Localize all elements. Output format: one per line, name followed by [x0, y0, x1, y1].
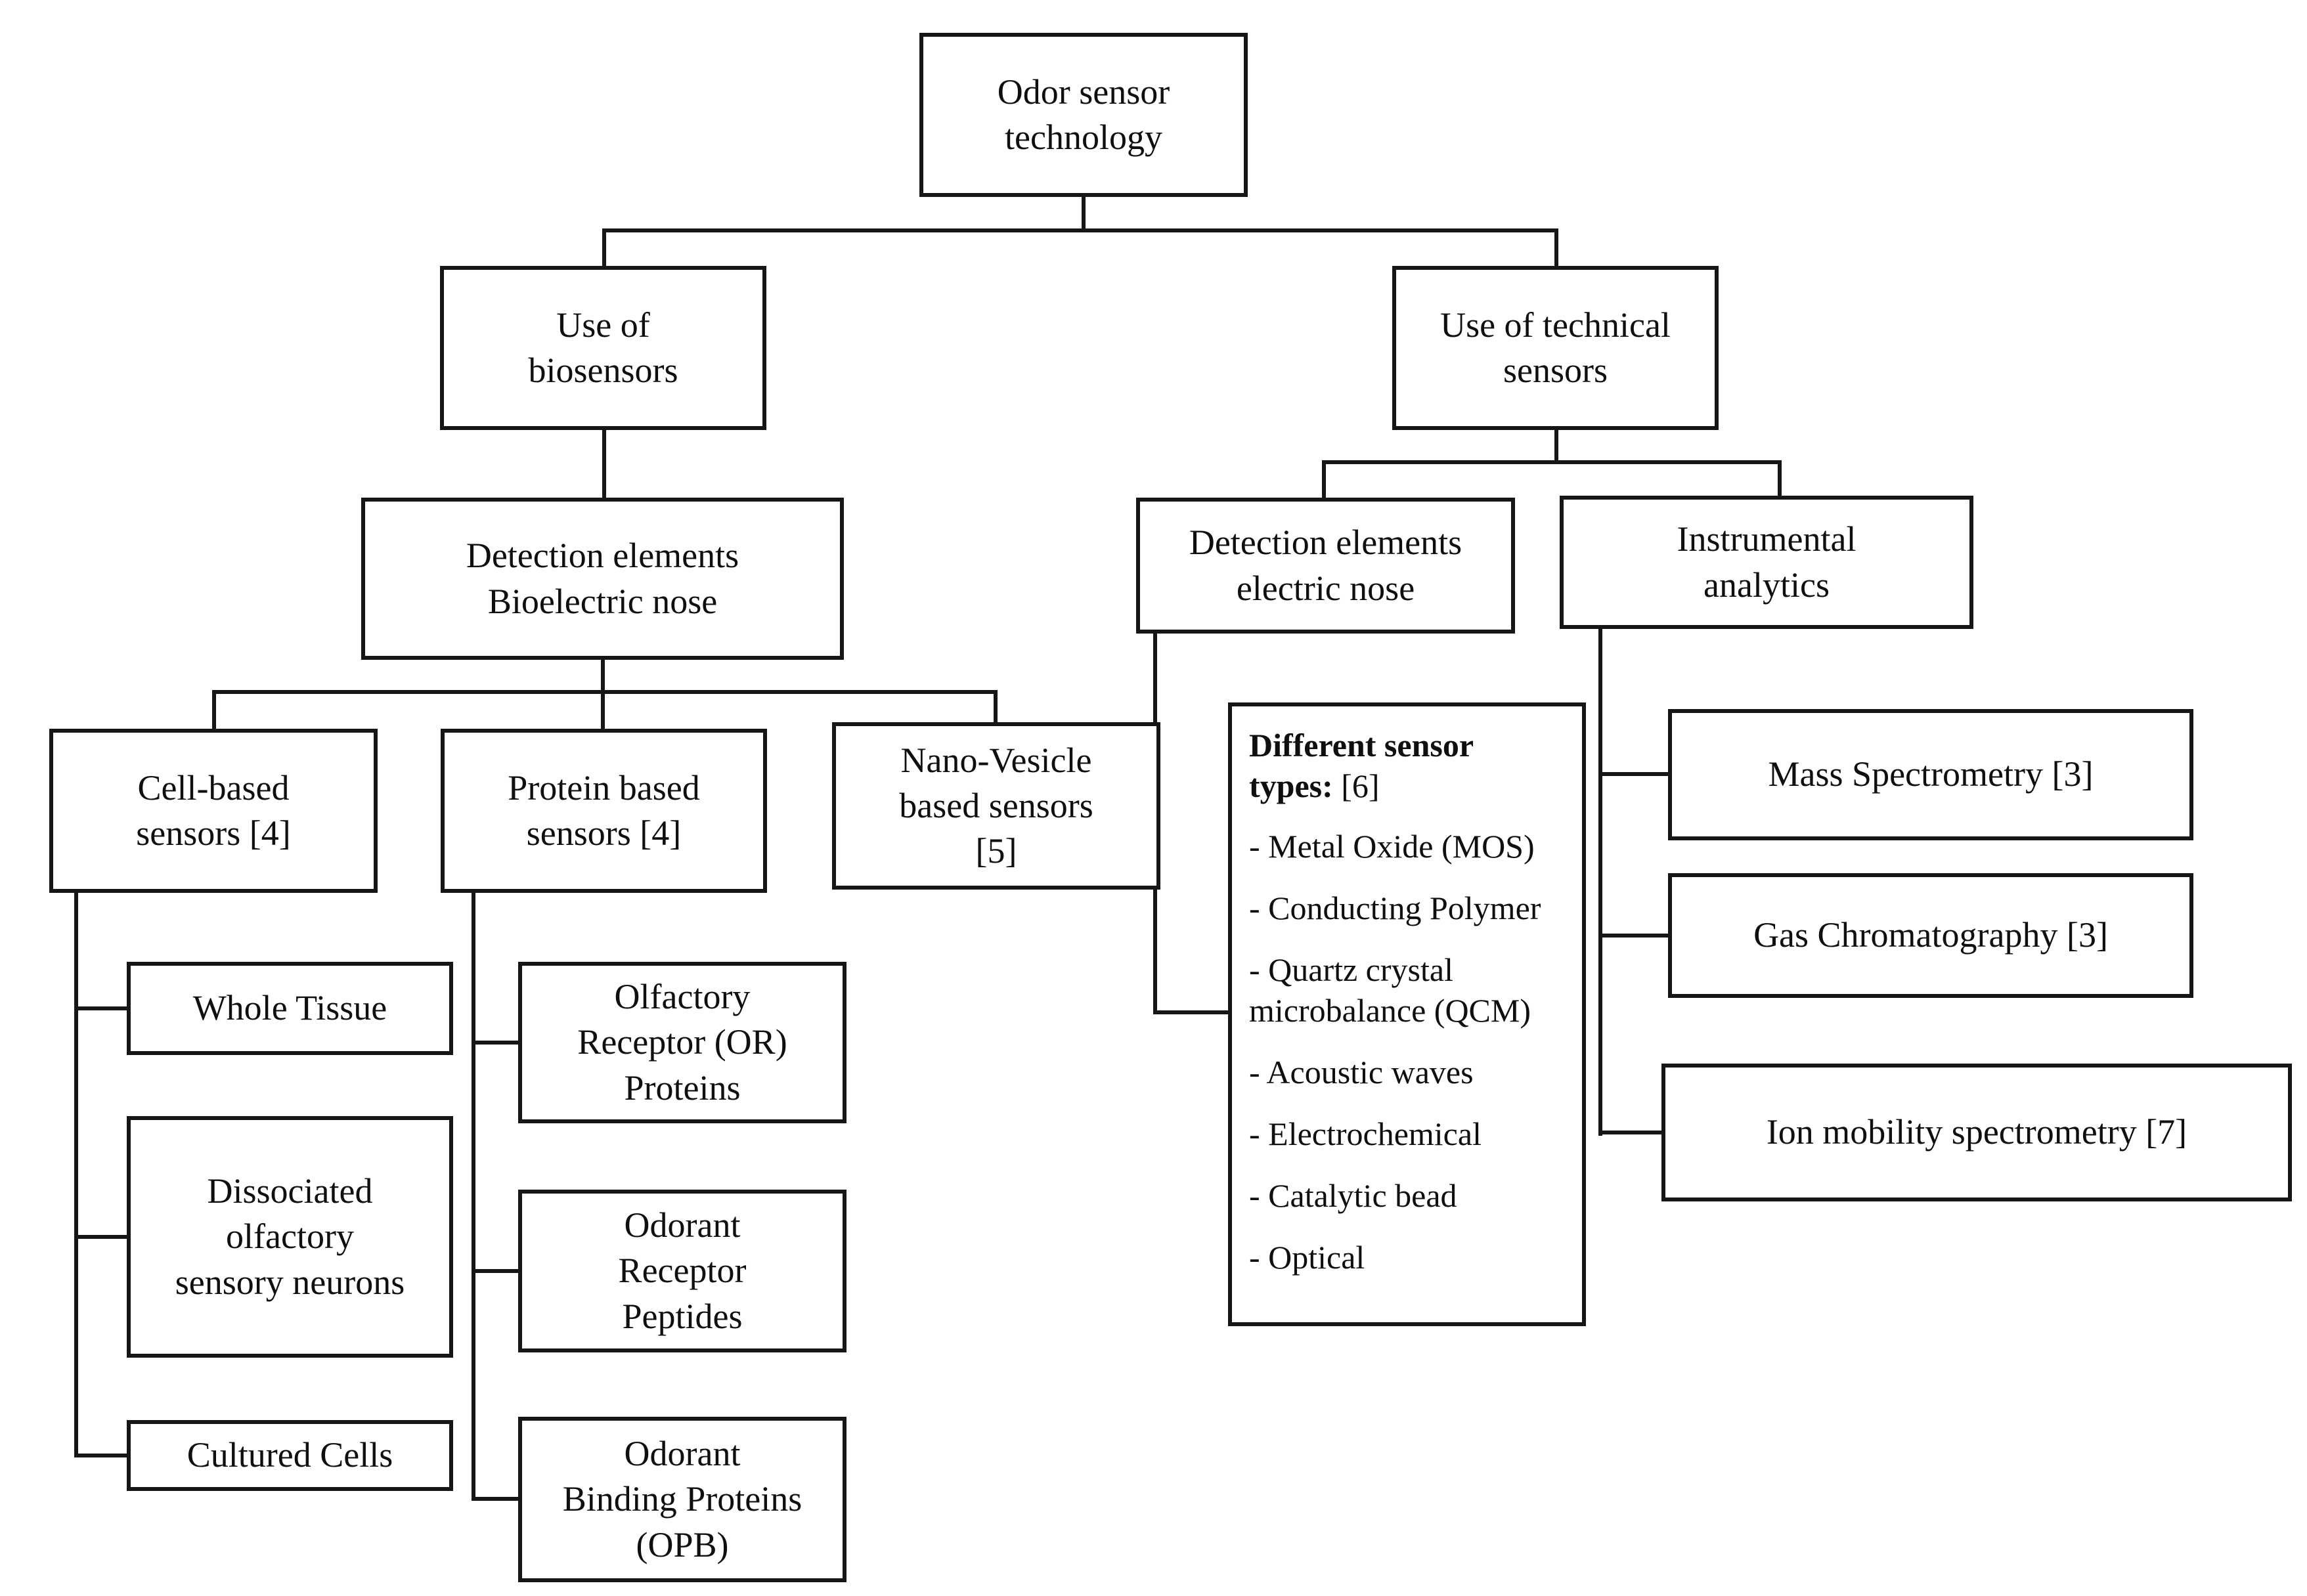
connector-proteinbased-drop — [601, 690, 605, 731]
node-nano-vesicle-based-sensors-label: Nano-Vesicle based sensors [5] — [899, 740, 1093, 871]
node-mass-spectrometry: Mass Spectrometry [3] — [1668, 709, 2193, 840]
sensor-type-item: - Acoustic waves — [1249, 1054, 1474, 1090]
panel-different-sensor-types: Different sensor types: [6] - Metal Oxid… — [1228, 702, 1586, 1326]
node-detection-elements-bioelectric-nose: Detection elements Bioelectric nose — [361, 498, 844, 660]
sensor-type-item: - Optical — [1249, 1239, 1365, 1276]
sensor-type-item: - Quartz crystal microbalance (QCM) — [1249, 951, 1531, 1029]
node-protein-based-sensors-label: Protein based sensors [4] — [508, 767, 700, 853]
node-use-of-technical-sensors: Use of technical sensors — [1392, 266, 1719, 430]
node-instrumental-analytics: Instrumental analytics — [1560, 496, 1973, 629]
node-gas-chromatography-label: Gas Chromatography [3] — [1753, 915, 2108, 955]
connector-ionmobility-branch — [1598, 1131, 1664, 1134]
node-ion-mobility-spectrometry-label: Ion mobility spectrometry [7] — [1766, 1112, 2187, 1152]
node-detection-elements-electric-nose: Detection elements electric nose — [1136, 498, 1515, 634]
node-whole-tissue-label: Whole Tissue — [192, 988, 387, 1028]
connector-dissociated-branch — [74, 1235, 129, 1239]
connector-bioelectric-stem — [601, 658, 605, 694]
node-odor-sensor-technology-label: Odor sensor technology — [997, 72, 1170, 157]
connector-electricnose-drop — [1322, 460, 1326, 500]
node-use-of-biosensors: Use of biosensors — [440, 266, 766, 430]
node-olfactory-receptor-proteins-label: Olfactory Receptor (OR) Proteins — [577, 977, 787, 1108]
panel-heading-reference: [6] — [1341, 767, 1380, 804]
node-cultured-cells-label: Cultured Cells — [187, 1435, 393, 1475]
connector-root-stem — [1082, 197, 1086, 231]
connector-instrumental-drop — [1778, 460, 1782, 498]
node-protein-based-sensors: Protein based sensors [4] — [441, 729, 767, 893]
node-odorant-receptor-peptides-label: Odorant Receptor Peptides — [618, 1205, 747, 1336]
connector-technical-drop — [1554, 228, 1558, 268]
node-dissociated-olfactory-sensory-neurons-label: Dissociated olfactory sensory neurons — [175, 1171, 405, 1302]
node-gas-chromatography: Gas Chromatography [3] — [1668, 873, 2193, 998]
node-detection-elements-electric-nose-label: Detection elements electric nose — [1189, 523, 1462, 608]
node-cultured-cells: Cultured Cells — [127, 1420, 453, 1491]
node-olfactory-receptor-proteins: Olfactory Receptor (OR) Proteins — [518, 962, 846, 1123]
connector-level1-crossbar — [602, 228, 1558, 232]
connector-technical-crossbar — [1322, 460, 1782, 464]
node-odorant-receptor-peptides: Odorant Receptor Peptides — [518, 1190, 846, 1352]
sensor-type-item: - Conducting Polymer — [1249, 890, 1541, 926]
node-mass-spectrometry-label: Mass Spectrometry [3] — [1768, 754, 2094, 794]
connector-wholetissue-branch — [74, 1006, 129, 1010]
node-cell-based-sensors-label: Cell-based sensors [4] — [136, 767, 291, 853]
node-nano-vesicle-based-sensors: Nano-Vesicle based sensors [5] — [832, 722, 1160, 890]
node-use-of-biosensors-label: Use of biosensors — [528, 305, 678, 390]
sensor-type-item: - Electrochemical — [1249, 1115, 1482, 1152]
connector-obp-branch — [472, 1497, 521, 1501]
node-odorant-binding-proteins-label: Odorant Binding Proteins (OPB) — [562, 1434, 802, 1564]
connector-nanovesicle-drop — [994, 690, 998, 724]
node-odor-sensor-technology: Odor sensor technology — [919, 33, 1248, 197]
connector-instrumental-spine — [1598, 628, 1602, 1136]
connector-cellbased-spine — [74, 893, 78, 1457]
sensor-type-item: - Catalytic bead — [1249, 1177, 1457, 1214]
connector-orproteins-branch — [472, 1041, 521, 1045]
node-ion-mobility-spectrometry: Ion mobility spectrometry [7] — [1661, 1064, 2292, 1201]
connector-orpeptides-branch — [472, 1269, 521, 1273]
connector-cellbased-drop — [212, 690, 216, 731]
panel-heading-text: Different sensor types: — [1249, 727, 1474, 804]
node-cell-based-sensors: Cell-based sensors [4] — [49, 729, 378, 893]
connector-bioelectric-crossbar — [212, 690, 998, 694]
node-dissociated-olfactory-sensory-neurons: Dissociated olfactory sensory neurons — [127, 1116, 453, 1358]
connector-bio-to-bioelectric — [602, 430, 606, 500]
node-odorant-binding-proteins: Odorant Binding Proteins (OPB) — [518, 1417, 846, 1582]
connector-gaschrom-branch — [1598, 934, 1671, 938]
node-use-of-technical-sensors-label: Use of technical sensors — [1440, 305, 1671, 390]
panel-heading: Different sensor types: [6] — [1249, 725, 1573, 806]
sensor-type-item: - Metal Oxide (MOS) — [1249, 828, 1535, 865]
node-whole-tissue: Whole Tissue — [127, 962, 453, 1055]
connector-culturedcells-branch — [74, 1454, 129, 1457]
connector-biosensors-drop — [602, 228, 606, 268]
node-instrumental-analytics-label: Instrumental analytics — [1677, 519, 1857, 605]
connector-sensorpanel-join — [1153, 1010, 1231, 1014]
node-detection-elements-bioelectric-nose-label: Detection elements Bioelectric nose — [466, 536, 739, 621]
connector-protein-spine — [472, 893, 475, 1501]
connector-massspec-branch — [1598, 772, 1671, 776]
connector-technical-stem — [1554, 430, 1558, 464]
